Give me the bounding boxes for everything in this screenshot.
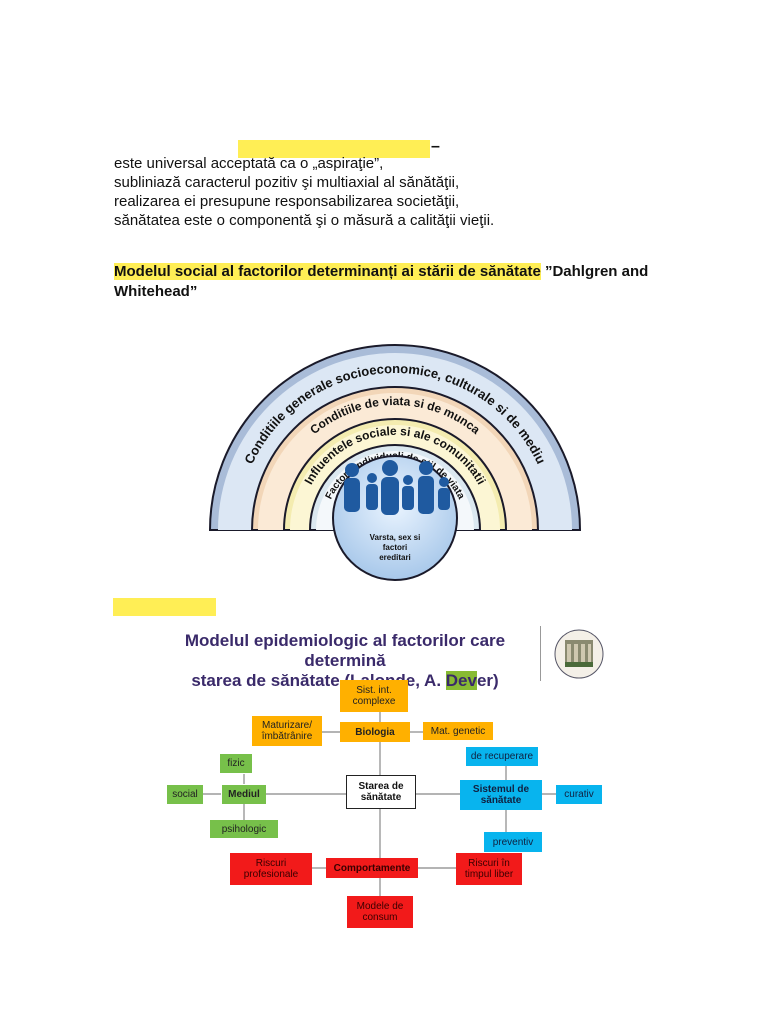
- university-logo: [540, 626, 604, 681]
- highlight-bar-top: [238, 140, 430, 158]
- box-riscuri-profesionale: Riscuri profesionale: [230, 853, 312, 885]
- box-sist-int-complexe: Sist. int. complexe: [340, 680, 408, 712]
- box-fizic: fizic: [220, 754, 252, 773]
- box-comportamente: Comportamente: [326, 858, 418, 878]
- heading-highlighted: Modelul social al factorilor determinanț…: [114, 263, 541, 280]
- section-heading: Modelul social al factorilor determinanț…: [114, 262, 674, 302]
- core-text-1: Varsta, sex si: [370, 533, 421, 542]
- box-mediul: Mediul: [222, 785, 266, 804]
- box-modele-de-consum: Modele de consum: [347, 896, 413, 928]
- bullet-list: este universal acceptată ca o „aspiraţie…: [114, 154, 494, 230]
- box-starea-de-sanatate: Starea de sănătate: [346, 775, 416, 809]
- lalonde-title: Modelul epidemiologic al factorilor care…: [150, 631, 540, 691]
- box-preventiv: preventiv: [484, 832, 542, 852]
- box-psihologic: psihologic: [210, 820, 278, 838]
- dever-highlight: Dev: [445, 671, 477, 690]
- lalonde-connectors: [200, 712, 556, 896]
- box-maturizare: Maturizare/ îmbătrânire: [252, 716, 322, 746]
- rainbow-diagram: Conditiile generale socioeconomice, cult…: [208, 344, 582, 581]
- highlight-bar-second: [113, 598, 216, 616]
- lalonde-title-line1: Modelul epidemiologic al factorilor care…: [184, 631, 506, 670]
- box-mat-genetic: Mat. genetic: [423, 722, 493, 740]
- box-riscuri-timpul-liber: Riscuri în timpul liber: [456, 853, 522, 885]
- core-text-3: ereditari: [379, 553, 411, 562]
- box-curativ: curativ: [556, 785, 602, 804]
- box-social: social: [167, 785, 203, 804]
- bullet-3: realizarea ei presupune responsabilizare…: [114, 193, 460, 210]
- box-de-recuperare: de recuperare: [466, 747, 538, 766]
- dash: –: [431, 138, 440, 155]
- bullet-4: sănătatea este o componentă şi o măsură …: [114, 212, 495, 229]
- box-biologia: Biologia: [340, 722, 410, 742]
- bullet-2: subliniază caracterul pozitiv şi multiax…: [114, 174, 460, 191]
- bullet-1: este universal acceptată ca o „aspiraţie…: [114, 155, 384, 172]
- heading-rest: ”Dahlgren and Whitehead”: [114, 263, 649, 300]
- family-silhouette-icon: [344, 460, 450, 515]
- box-sistemul-de-sanatate: Sistemul de sănătate: [460, 780, 542, 810]
- core-text-2: factori: [383, 543, 407, 552]
